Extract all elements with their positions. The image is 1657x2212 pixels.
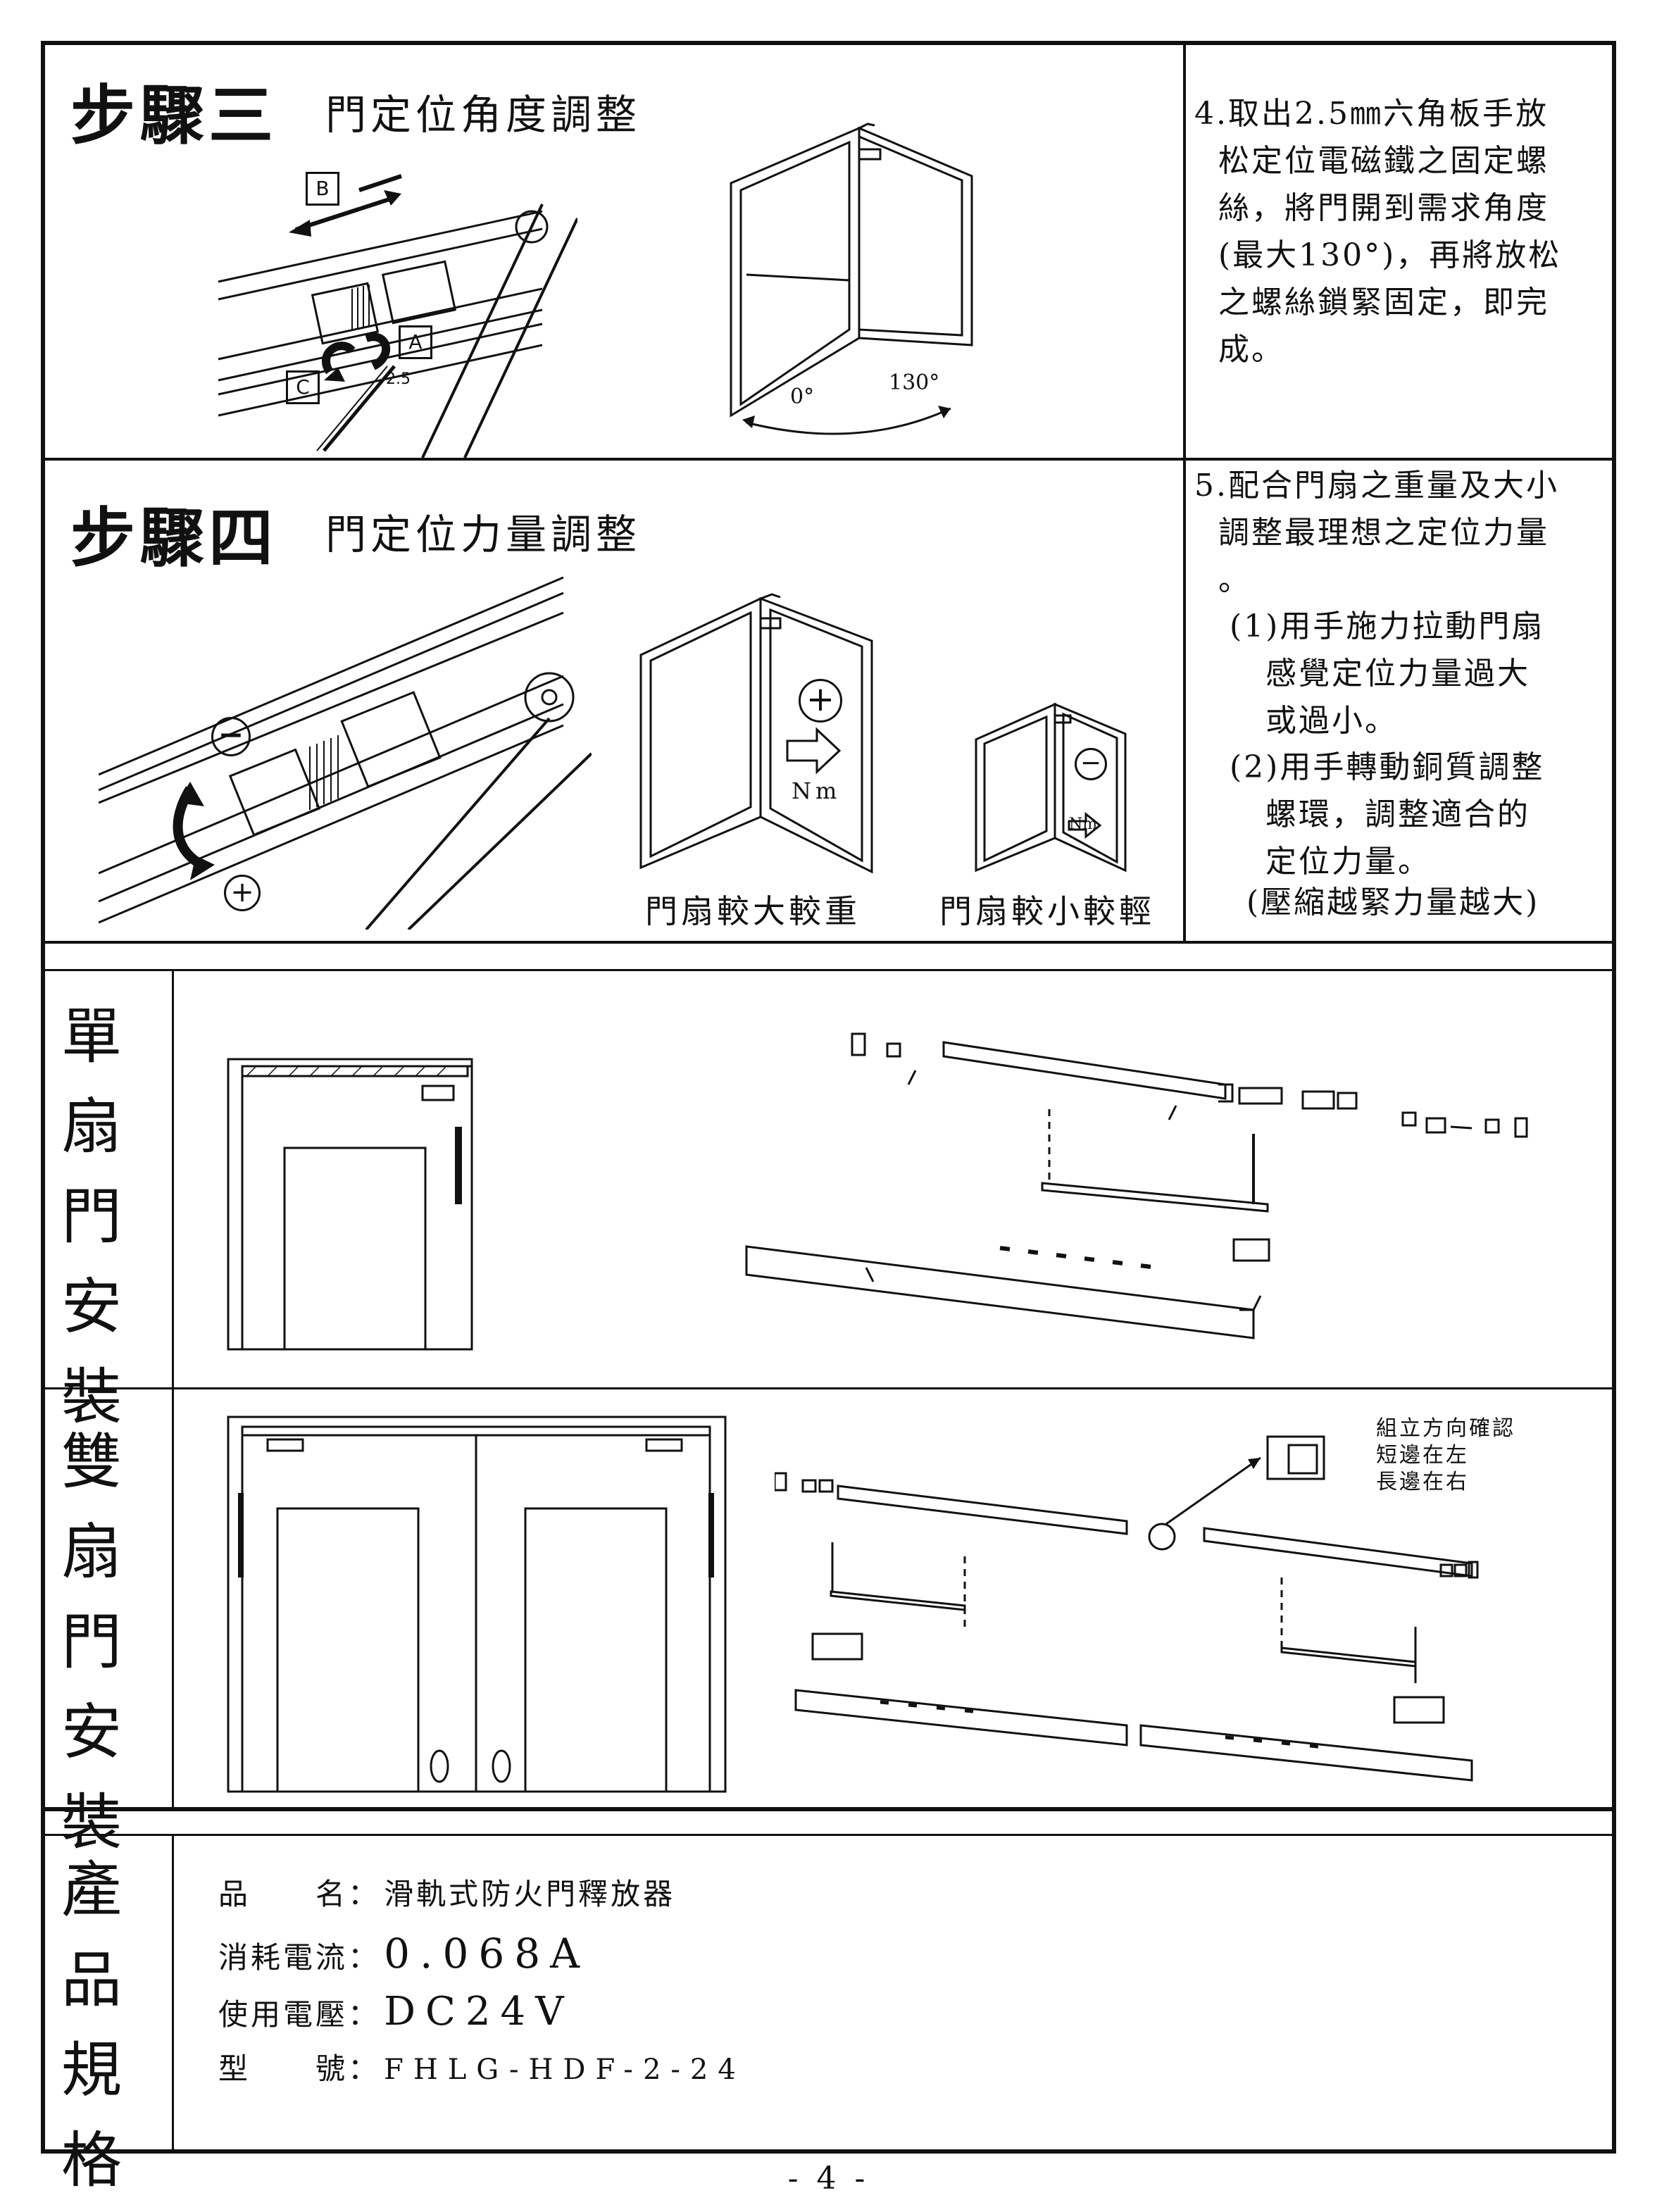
divider-install-top <box>41 969 1616 971</box>
step3-title: 步驟三 <box>70 77 278 154</box>
spec-name-key: 品 名： <box>218 1877 381 1911</box>
step4-instructions-3: (壓縮越緊力量越大) <box>1246 885 1540 920</box>
step3-door-angle-illustration <box>730 123 973 435</box>
spec-label: 產品規格 <box>61 1855 122 2196</box>
step4-rail-closeup-illustration <box>99 576 592 930</box>
assembly-direction-note: 組立方向確認 短邊在左 長邊在右 <box>1376 1416 1515 1494</box>
spec-voltage-key: 使用電壓： <box>218 1997 381 2032</box>
minus-icon: − <box>211 717 251 756</box>
caption-heavy-door: 門扇較大較重 <box>645 892 861 930</box>
single-door-frame-diagram <box>227 1058 473 1351</box>
heavy-door-unit-label: Nm <box>792 777 842 804</box>
divider-spec-label-column <box>172 1834 174 2152</box>
divider-step3-step4 <box>41 458 1616 461</box>
spec-name-value: 滑軌式防火門釋放器 <box>384 1877 676 1911</box>
angle-end-label: 130° <box>889 370 940 395</box>
spec-voltage-value: DC24V <box>384 1989 574 2035</box>
step4-subtitle: 門定位力量調整 <box>325 511 642 558</box>
plus-circle-icon: + <box>799 679 842 723</box>
single-door-label: 單扇門安裝 <box>61 1001 122 1432</box>
label-hex-size: 2.5 <box>386 370 411 388</box>
spec-row-model: 型 號： FHLG-HDF-2-24 <box>218 2045 746 2088</box>
step3-instructions: 4.取出2.5㎜六角板手放 松定位電磁鐵之固定螺 絲，將門開到需求角度 (最大1… <box>1194 96 1562 368</box>
plus-icon: + <box>224 875 261 911</box>
step4-instructions-main: 5.配合門扇之重量及大小 調整最理想之定位力量 。 <box>1194 468 1559 598</box>
spec-row-current: 消耗電流： 0.068A <box>218 1930 589 1977</box>
light-door-illustration <box>975 702 1127 873</box>
step4-instructions-1: (1)用手施力拉動門扇 感覺定位力量過大 或過小。 <box>1230 608 1545 739</box>
divider-single-double <box>41 1387 1616 1389</box>
caption-light-door: 門扇較小較輕 <box>939 892 1155 930</box>
page-frame <box>41 41 1616 2154</box>
step3-subtitle: 門定位角度調整 <box>325 91 642 139</box>
step3-rail-closeup-illustration <box>218 174 577 458</box>
double-door-label: 雙扇門安裝 <box>61 1427 122 1858</box>
spec-model-value: FHLG-HDF-2-24 <box>384 2054 746 2086</box>
divider-install-label-column <box>172 969 174 1811</box>
page-number: - 4 - <box>787 2161 870 2197</box>
divider-step4-install <box>41 941 1616 944</box>
label-a: A <box>399 325 432 359</box>
single-door-exploded-diagram <box>745 1032 1528 1339</box>
spec-current-key: 消耗電流： <box>218 1940 381 1975</box>
label-b: B <box>306 172 339 206</box>
step4-title: 步驟四 <box>70 500 278 576</box>
divider-double-spec <box>41 1807 1616 1811</box>
minus-circle-icon: − <box>1075 748 1107 780</box>
spec-row-name: 品 名： 滑軌式防火門釋放器 <box>218 1870 675 1913</box>
divider-spec-top <box>41 1834 1616 1836</box>
spec-current-value: 0.068A <box>384 1930 590 1977</box>
light-door-unit-label: Nm <box>1069 816 1098 833</box>
double-door-exploded-diagram <box>775 1435 1479 1782</box>
divider-notes-column <box>1183 41 1186 942</box>
heavy-door-illustration <box>639 593 873 873</box>
step4-instructions-2: (2)用手轉動銅質調整 螺環，調整適合的 定位力量。 <box>1230 749 1545 880</box>
double-door-frame-diagram <box>227 1416 727 1793</box>
direction-arrow-b <box>358 174 402 192</box>
spec-row-voltage: 使用電壓： DC24V <box>218 1989 574 2035</box>
label-c: C <box>286 370 320 404</box>
angle-start-label: 0° <box>790 385 815 409</box>
spec-model-key: 型 號： <box>218 2051 381 2086</box>
